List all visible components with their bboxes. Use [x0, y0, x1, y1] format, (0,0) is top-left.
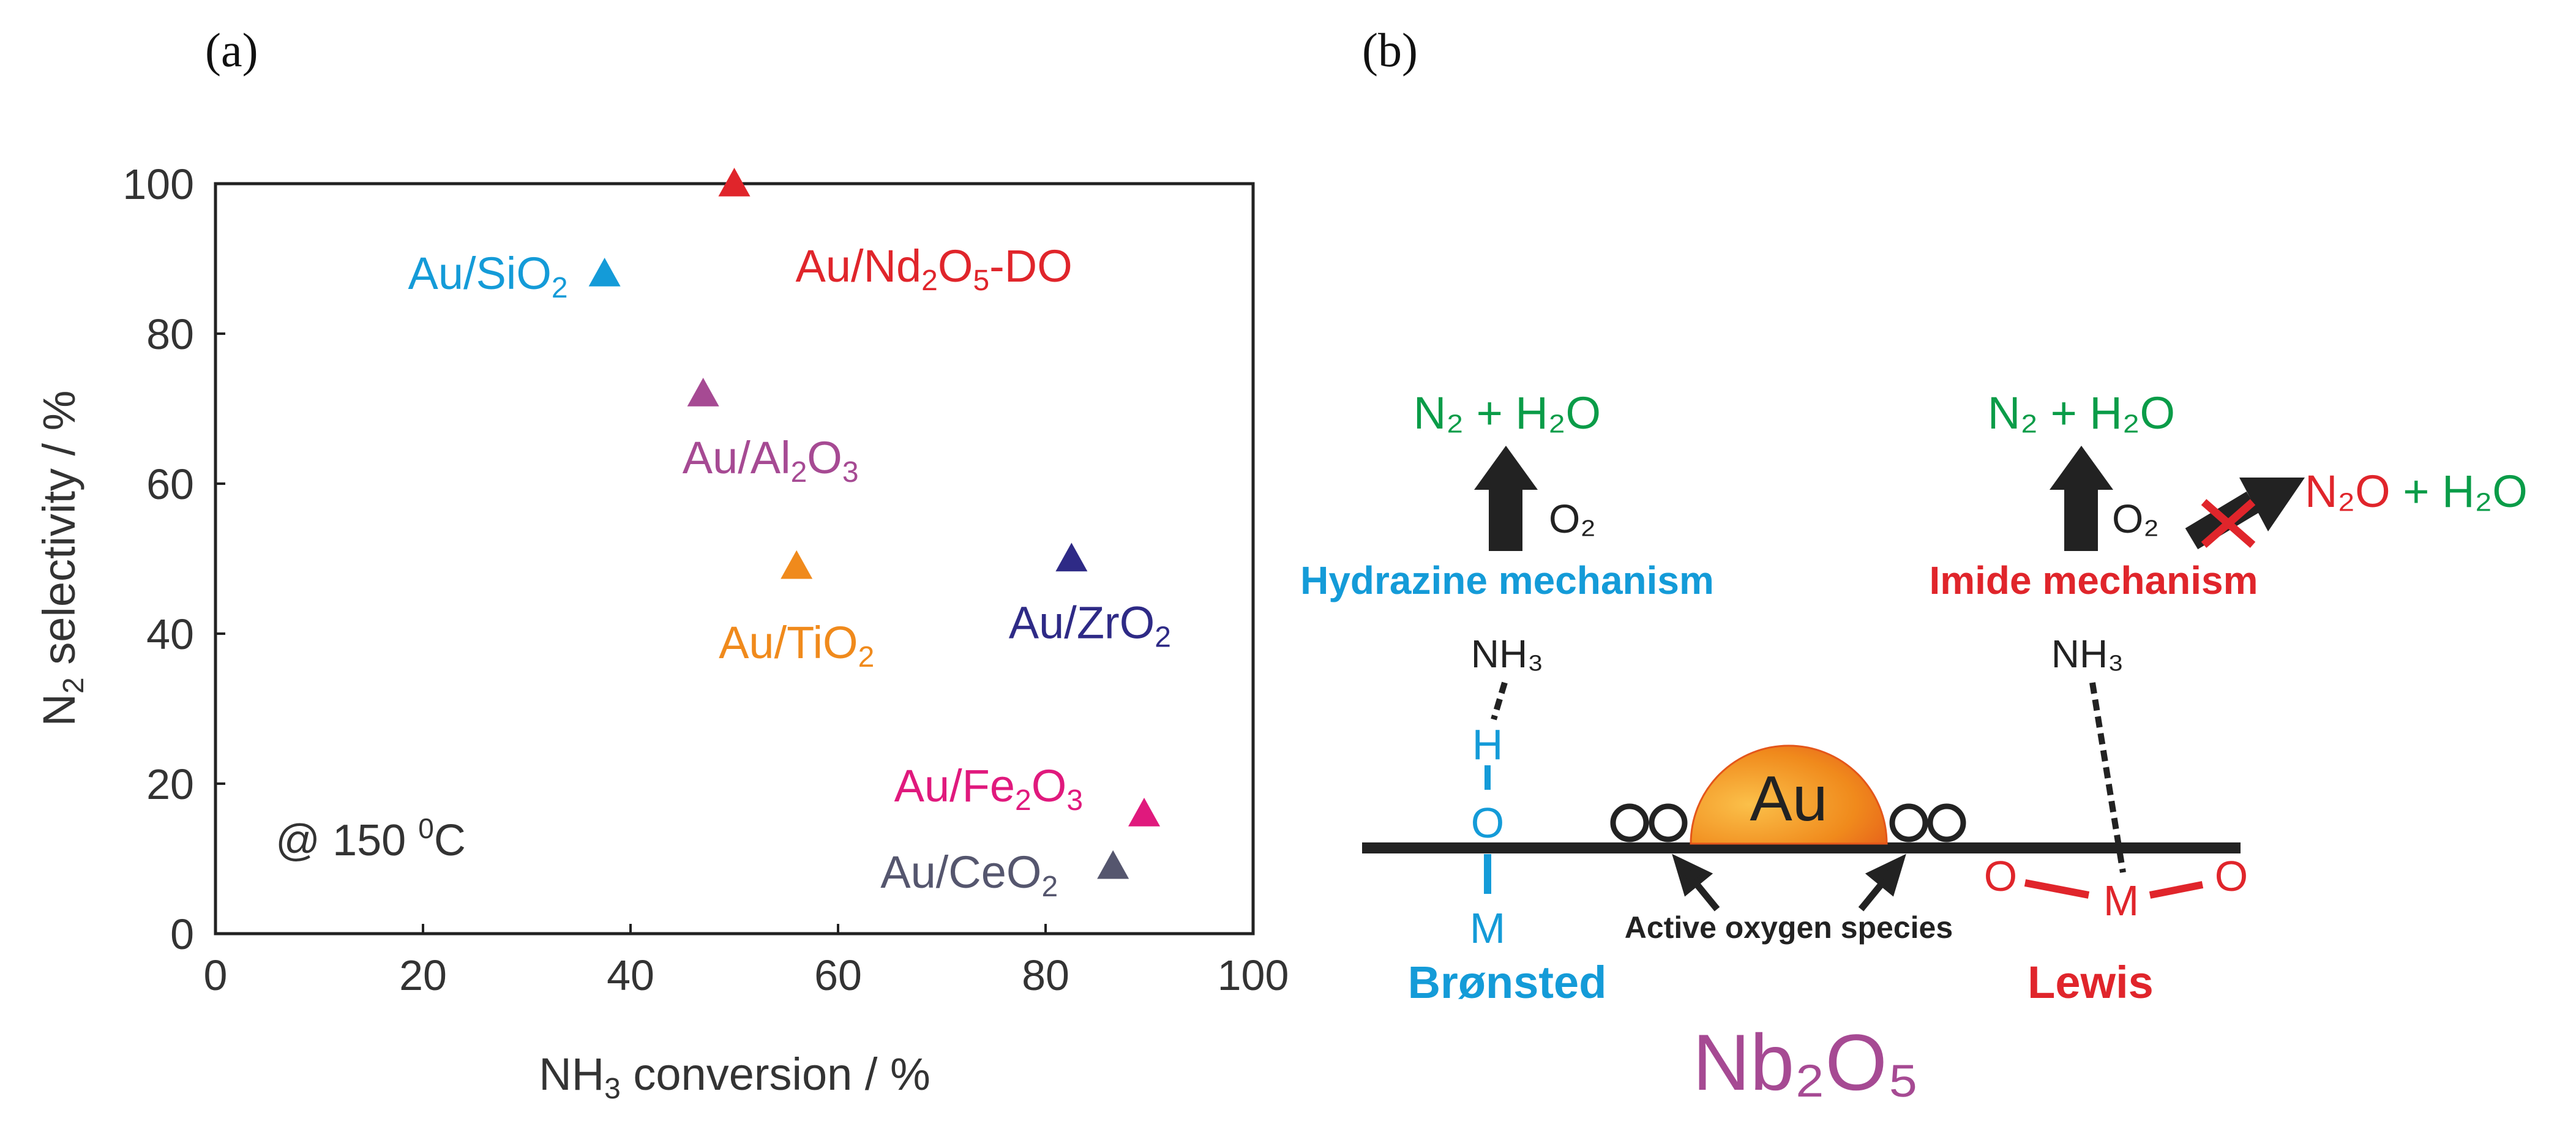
- imide-blocked-product: N₂O + H₂O: [2305, 466, 2528, 517]
- panel-label-b: (b): [1362, 23, 1418, 77]
- data-point-label: Au/ZrO2: [1009, 598, 1171, 654]
- bronsted-site-label: Brønsted: [1408, 957, 1607, 1008]
- imide-m-atom: M: [2103, 877, 2139, 924]
- lewis-site-label: Lewis: [2027, 957, 2154, 1008]
- oxygen-circle: [1927, 803, 1966, 842]
- x-axis-label: NH3 conversion / %: [539, 1049, 930, 1105]
- water-label: + H₂O: [2403, 466, 2528, 517]
- hydrazine-m-atom: M: [1470, 904, 1505, 952]
- hydrogen-bond: [1491, 681, 1508, 721]
- data-point-label: Au/Nd2O5-DO: [796, 241, 1073, 297]
- data-point-marker: [781, 550, 813, 579]
- y-tick-label: 80: [146, 310, 194, 358]
- gold-particle: [1690, 744, 1888, 845]
- data-point-marker: [588, 258, 621, 287]
- mechanism-diagram: Au Active oxygen species N₂ + H₂O O₂ Hyd…: [1300, 388, 2528, 1107]
- up-arrow-icon: [1474, 446, 1538, 551]
- hydrazine-h-atom: H: [1472, 721, 1503, 768]
- x-tick-label: 100: [1218, 951, 1289, 999]
- support-label: Nb₂O₅: [1693, 1018, 1919, 1107]
- data-point-marker: [1128, 798, 1161, 827]
- gold-particle-label: Au: [1750, 763, 1827, 834]
- n2o-label: N₂O: [2305, 466, 2391, 517]
- temperature-annotation: @ 150 0C: [275, 812, 466, 865]
- imide-oxidant: O₂: [2112, 496, 2159, 541]
- x-tick-label: 60: [814, 951, 862, 999]
- x-tick-label: 0: [204, 951, 228, 999]
- hydrazine-title: Hydrazine mechanism: [1300, 558, 1714, 602]
- hydrazine-product: N₂ + H₂O: [1413, 388, 1601, 438]
- oxygen-species: [1610, 803, 1966, 842]
- data-point-marker: [718, 168, 751, 197]
- y-tick-label: 100: [122, 160, 194, 208]
- y-axis: 0 20 40 60 80 100: [122, 160, 225, 958]
- oxygen-circle: [1610, 803, 1649, 842]
- data-point-marker: [1097, 850, 1129, 879]
- oxygen-circle: [1889, 803, 1928, 842]
- y-tick-label: 60: [146, 460, 194, 508]
- arrow-head-icon: [1865, 853, 1906, 897]
- lewis-coordination-bond: [2089, 682, 2126, 873]
- hydrazine-oxidant: O₂: [1549, 496, 1596, 541]
- blocked-arrow-icon: [2185, 478, 2305, 550]
- panel-label-a: (a): [205, 23, 258, 77]
- y-tick-label: 40: [146, 610, 194, 658]
- x-tick-label: 40: [607, 951, 654, 999]
- y-axis-label: N2 selectivity / %: [34, 391, 90, 727]
- data-point-label: Au/TiO2: [719, 617, 874, 673]
- data-point-marker: [1055, 542, 1088, 572]
- m-o-bond: [2149, 881, 2204, 899]
- hydrazine-adsorbate: NH₃: [1471, 632, 1544, 676]
- data-markers: [588, 168, 1161, 879]
- arrow-head-icon: [1672, 853, 1713, 897]
- imide-adsorbate: NH₃: [2051, 632, 2124, 676]
- x-axis: 0 20 40 60 80 100: [204, 924, 1289, 999]
- cross-mark-icon: [2201, 499, 2256, 548]
- data-point-label: Au/Fe2O3: [894, 760, 1083, 817]
- y-tick-label: 0: [170, 910, 194, 958]
- imide-o-left: O: [1984, 852, 2017, 900]
- data-point-label: Au/Al2O3: [683, 432, 859, 489]
- oxygen-pointer-arrows: [1672, 853, 1906, 912]
- x-tick-label: 20: [399, 951, 447, 999]
- data-point-label: Au/SiO2: [408, 248, 567, 304]
- up-arrow-icon: [2050, 446, 2113, 551]
- active-oxygen-label: Active oxygen species: [1625, 910, 1953, 945]
- imide-product: N₂ + H₂O: [1988, 388, 2175, 438]
- imide-o-right: O: [2215, 852, 2248, 900]
- imide-title: Imide mechanism: [1929, 558, 2258, 602]
- y-tick-label: 20: [146, 760, 194, 808]
- o-m-bond: [2024, 879, 2090, 899]
- oxygen-circle: [1649, 803, 1688, 842]
- hydrazine-o-atom: O: [1471, 799, 1504, 847]
- data-point-marker: [687, 378, 719, 407]
- x-tick-label: 80: [1022, 951, 1069, 999]
- data-point-label: Au/CeO2: [880, 847, 1058, 903]
